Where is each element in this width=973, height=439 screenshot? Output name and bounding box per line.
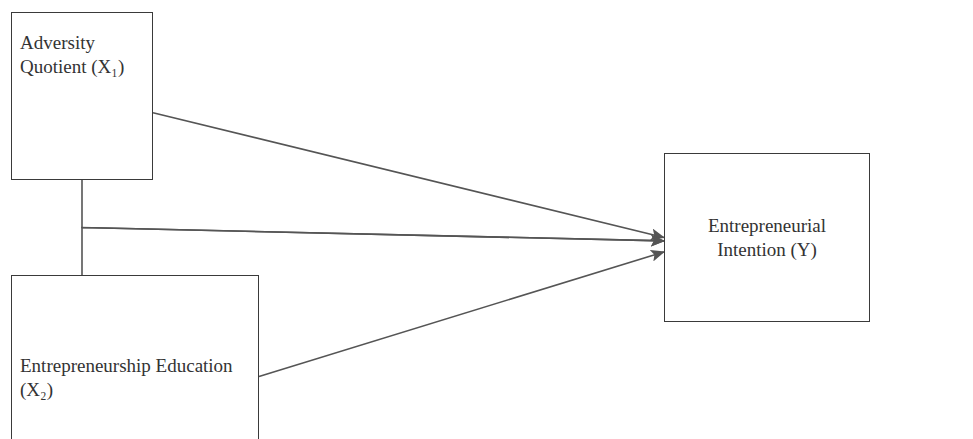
effect-arrow: [82, 180, 664, 241]
effect-arrow: [82, 228, 664, 276]
variable-box: Adversity Quotient (X₁): [11, 12, 153, 180]
variable-label: Entrepreneurship Education (X₂): [20, 354, 250, 402]
variable-label: Entrepreneurial Intention (Y): [675, 214, 859, 262]
effect-arrow: [259, 252, 664, 377]
variable-label: Adversity Quotient (X₁): [20, 31, 144, 79]
outcome-box: Entrepreneurial Intention (Y): [664, 153, 870, 322]
variable-box: Entrepreneurship Education (X₂): [11, 275, 259, 439]
effect-arrow: [153, 113, 664, 238]
